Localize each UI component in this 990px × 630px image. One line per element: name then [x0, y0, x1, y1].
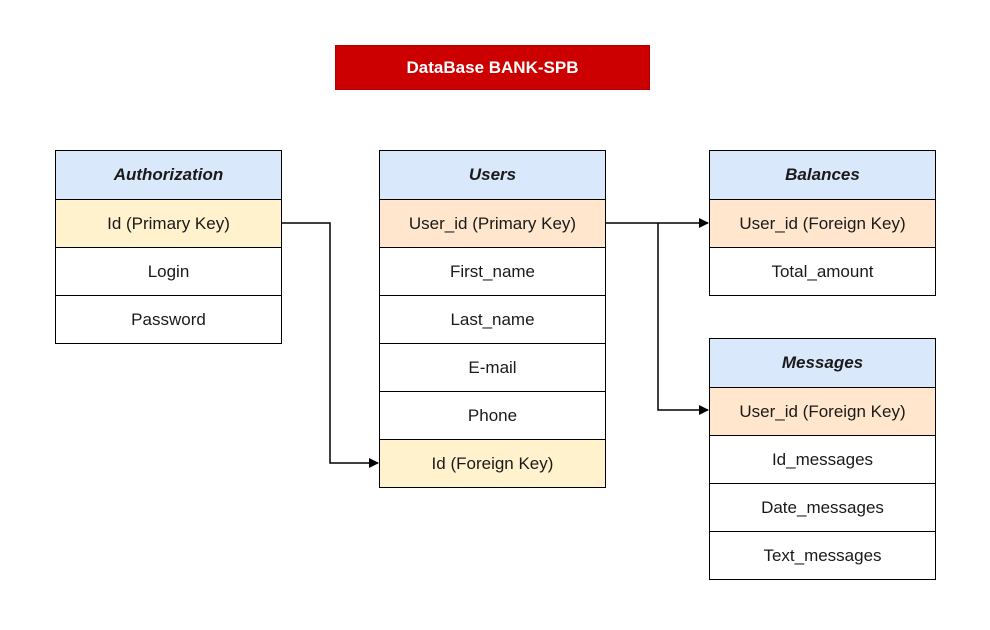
- messages-field-text-messages: Text_messages: [710, 531, 935, 579]
- users-header: Users: [380, 151, 605, 199]
- messages-table: Messages User_id (Foreign Key) Id_messag…: [709, 338, 936, 580]
- relation-users-messages: [657, 223, 709, 415]
- messages-field-date-messages: Date_messages: [710, 483, 935, 531]
- users-field-user-id: User_id (Primary Key): [380, 199, 605, 247]
- authorization-field-password: Password: [56, 295, 281, 343]
- users-table: Users User_id (Primary Key) First_name L…: [379, 150, 606, 488]
- balances-field-total-amount: Total_amount: [710, 247, 935, 295]
- balances-field-user-id: User_id (Foreign Key): [710, 199, 935, 247]
- relation-authorization-users: [282, 222, 379, 468]
- balances-header: Balances: [710, 151, 935, 199]
- authorization-header: Authorization: [56, 151, 281, 199]
- users-field-first-name: First_name: [380, 247, 605, 295]
- authorization-table: Authorization Id (Primary Key) Login Pas…: [55, 150, 282, 344]
- users-field-id-fk: Id (Foreign Key): [380, 439, 605, 487]
- users-field-phone: Phone: [380, 391, 605, 439]
- authorization-field-login: Login: [56, 247, 281, 295]
- users-field-email: E-mail: [380, 343, 605, 391]
- authorization-field-id: Id (Primary Key): [56, 199, 281, 247]
- balances-table: Balances User_id (Foreign Key) Total_amo…: [709, 150, 936, 296]
- messages-field-user-id: User_id (Foreign Key): [710, 387, 935, 435]
- messages-field-id-messages: Id_messages: [710, 435, 935, 483]
- messages-header: Messages: [710, 339, 935, 387]
- users-field-last-name: Last_name: [380, 295, 605, 343]
- diagram-title: DataBase BANK-SPB: [335, 45, 650, 90]
